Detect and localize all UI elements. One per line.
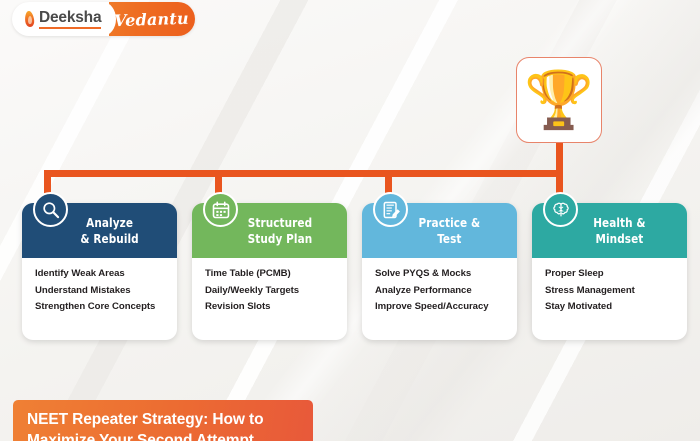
list-item: Stay Motivated [545, 301, 613, 313]
brand-logo-bar[interactable]: Deeksha Vedantu [12, 2, 195, 36]
connector-drop-card-2 [215, 170, 222, 204]
deeksha-logo[interactable]: Deeksha [12, 2, 110, 36]
strategy-card-practice-test[interactable]: Practice & Test Solve PYQS & Mocks Analy… [362, 192, 517, 340]
deeksha-wordmark: Deeksha [39, 9, 102, 29]
list-item: Time Table (PCMB) [205, 268, 291, 279]
card-header: Health & Mindset [532, 192, 687, 258]
banner-title: NEET Repeater Strategy: How to Maximize … [27, 411, 264, 441]
calendar-icon [203, 192, 238, 227]
card-title: Analyze & Rebuild [80, 215, 139, 246]
connector-drop-card-1 [44, 170, 51, 204]
list-item: Solve PYQS & Mocks [375, 268, 472, 279]
list-item: Identify Weak Areas [35, 268, 125, 279]
flame-icon [24, 11, 35, 28]
list-item: Strengthen Core Concepts [35, 301, 156, 313]
list-item: Improve Speed/Accuracy [375, 301, 489, 313]
list-item: Stress Management [545, 284, 635, 296]
strategy-card-health-mindset[interactable]: Health & Mindset Proper Sleep Stress Man… [532, 192, 687, 340]
card-bullet-list: Solve PYQS & Mocks Analyze Performance I… [362, 258, 517, 340]
connector-stem-trophy [556, 143, 563, 173]
connector-horizontal-bar [44, 170, 563, 177]
list-item: Revision Slots [205, 301, 271, 313]
trophy-icon: 🏆 [524, 68, 594, 131]
list-item: Analyze Performance [375, 284, 472, 296]
list-item: Proper Sleep [545, 268, 604, 279]
article-title-banner: NEET Repeater Strategy: How to Maximize … [13, 400, 313, 441]
card-header: Analyze & Rebuild [22, 192, 177, 258]
card-title: Practice & Test [418, 215, 481, 246]
list-item: Understand Mistakes [35, 284, 131, 296]
strategy-card-analyze-rebuild[interactable]: Analyze & Rebuild Identify Weak Areas Un… [22, 192, 177, 340]
card-header: Practice & Test [362, 192, 517, 258]
card-bullet-list: Proper Sleep Stress Management Stay Moti… [532, 258, 687, 340]
connector-drop-card-4 [556, 170, 563, 204]
connector-drop-card-3 [385, 170, 392, 204]
vedantu-wordmark: Vedantu [113, 8, 189, 30]
brain-icon [543, 192, 578, 227]
test-paper-icon [373, 192, 408, 227]
card-header: Structured Study Plan [192, 192, 347, 258]
card-bullet-list: Time Table (PCMB) Daily/Weekly Targets R… [192, 258, 347, 340]
list-item: Daily/Weekly Targets [205, 284, 300, 296]
card-title: Health & Mindset [593, 215, 646, 246]
card-bullet-list: Identify Weak Areas Understand Mistakes … [22, 258, 177, 340]
strategy-card-structured-study-plan[interactable]: Structured Study Plan Time Table (PCMB) … [192, 192, 347, 340]
vedantu-logo[interactable]: Vedantu [94, 2, 195, 36]
magnifier-icon [33, 192, 68, 227]
card-title: Structured Study Plan [247, 215, 313, 246]
trophy-card: 🏆 [516, 57, 602, 143]
